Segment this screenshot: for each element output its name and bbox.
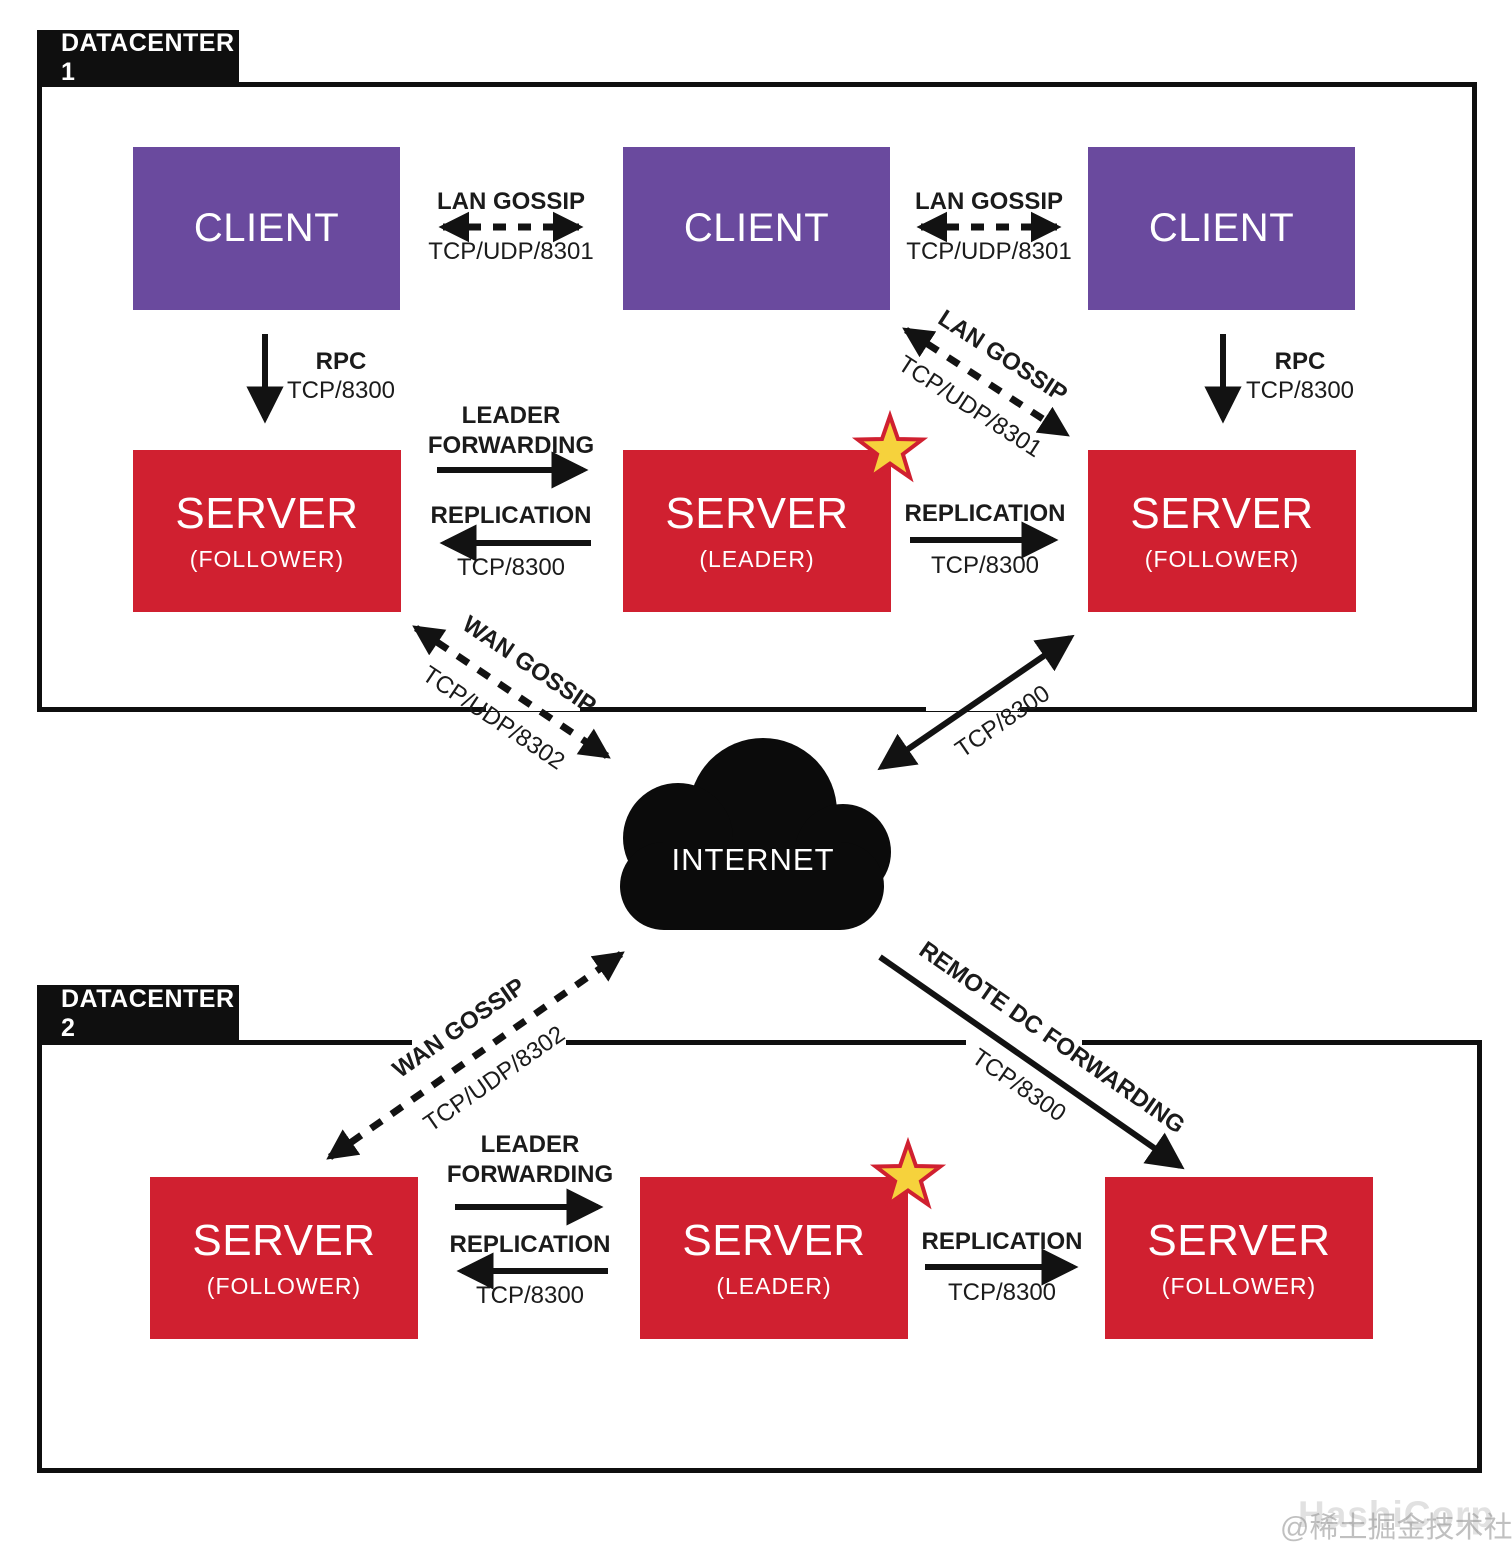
client-box-1: CLIENT [133,147,400,310]
replication-label-right-dc2: REPLICATION [921,1228,1083,1255]
server-box-follower-left-dc2: SERVER (FOLLOWER) [150,1177,418,1339]
server-subtitle: (LEADER) [699,546,815,572]
leader-forwarding-line1-dc1: LEADER [461,402,561,429]
rpc-label-right: RPC [1274,348,1326,375]
server-title: SERVER [682,1216,866,1265]
server-box-follower-left-dc1: SERVER (FOLLOWER) [133,450,401,612]
rpc-label-left: RPC [315,348,367,375]
leader-forwarding-line2-dc2: FORWARDING [446,1161,614,1188]
client-box-2: CLIENT [623,147,890,310]
lan-gossip-label-2: LAN GOSSIP [914,188,1064,215]
rpc-port-left: TCP/8300 [286,377,396,404]
client-box-3: CLIENT [1088,147,1355,310]
server-title: SERVER [1147,1216,1331,1265]
datacenter1-boundary [37,82,1477,712]
lan-gossip-label-1: LAN GOSSIP [436,188,586,215]
server-title: SERVER [192,1216,376,1265]
leader-forwarding-line2-dc1: FORWARDING [427,432,595,459]
datacenter2-label-text: DATACENTER 2 [61,984,235,1042]
server-subtitle: (FOLLOWER) [1144,546,1300,572]
replication-port-right-dc2: TCP/8300 [947,1279,1057,1306]
server-box-leader-dc2: SERVER (LEADER) [640,1177,908,1339]
replication-port-left-dc2: TCP/8300 [475,1282,585,1309]
server-title: SERVER [175,489,359,538]
replication-port-left-dc1: TCP/8300 [456,554,566,581]
server-box-leader-dc1: SERVER (LEADER) [623,450,891,612]
datacenter1-label-text: DATACENTER 1 [61,28,235,86]
internet-label: INTERNET [671,842,835,877]
server-box-follower-right-dc1: SERVER (FOLLOWER) [1088,450,1356,612]
replication-port-right-dc1: TCP/8300 [930,552,1040,579]
server-subtitle: (FOLLOWER) [1161,1273,1317,1299]
datacenter2-label: DATACENTER 2 [37,985,239,1042]
server-subtitle: (LEADER) [716,1273,832,1299]
rpc-port-right: TCP/8300 [1245,377,1355,404]
client-title: CLIENT [1148,206,1295,250]
leader-forwarding-line1-dc2: LEADER [480,1131,580,1158]
server-box-follower-right-dc2: SERVER (FOLLOWER) [1105,1177,1373,1339]
replication-label-left-dc2: REPLICATION [449,1231,611,1258]
watermark-text: @稀土掘金技术社区 [1280,1512,1512,1544]
datacenter2-boundary [37,1040,1482,1473]
datacenter1-label: DATACENTER 1 [37,28,239,86]
server-subtitle: (FOLLOWER) [189,546,345,572]
server-subtitle: (FOLLOWER) [206,1273,362,1299]
client-title: CLIENT [683,206,830,250]
watermark-logo-text: HashiCorp [1298,1494,1495,1535]
server-title: SERVER [1130,489,1314,538]
client-title: CLIENT [193,206,340,250]
replication-label-right-dc1: REPLICATION [904,500,1066,527]
internet-cloud-icon [620,738,891,930]
lan-gossip-port-1: TCP/UDP/8301 [428,238,594,265]
lan-gossip-port-2: TCP/UDP/8301 [906,238,1072,265]
server-title: SERVER [665,489,849,538]
replication-label-left-dc1: REPLICATION [430,502,592,529]
